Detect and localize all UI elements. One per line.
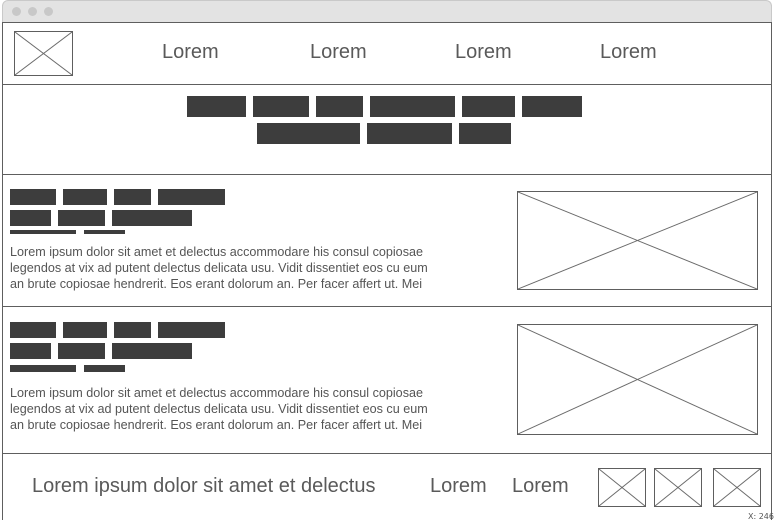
article-divider [2,306,772,307]
article-text-line: an brute copiosae hendrerit. Eos erant d… [10,277,423,291]
redacted-word [522,96,582,117]
footer-link-1[interactable]: Lorem [430,475,487,497]
redacted-word [10,322,56,338]
redacted-word [187,96,246,117]
cursor-coordinates-readout: X: 246 [748,512,774,521]
redacted-word [84,230,125,234]
article-text-line: legendos at vix ad putent delectus delic… [10,402,428,416]
redacted-word [459,123,511,144]
redacted-word [370,96,455,117]
redacted-word [112,343,192,359]
article-text-line: Lorem ipsum dolor sit amet et delectus a… [10,245,423,259]
redacted-word [10,365,76,372]
redacted-word [257,123,360,144]
footer-link-2[interactable]: Lorem [512,475,569,497]
window-close-dot[interactable] [12,7,21,16]
redacted-word [158,189,225,205]
footer-text: Lorem ipsum dolor sit amet et delectus [32,475,376,497]
redacted-word [367,123,452,144]
article-text-line: an brute copiosae hendrerit. Eos erant d… [10,418,423,432]
article-body-text: Lorem ipsum dolor sit amet et delectus a… [10,385,480,433]
redacted-word [63,322,107,338]
redacted-word [158,322,225,338]
redacted-word [58,343,105,359]
nav-link-1[interactable]: Lorem [162,41,219,63]
social-icon-placeholder[interactable] [713,468,761,507]
redacted-word [58,210,105,226]
article-text-line: Lorem ipsum dolor sit amet et delectus a… [10,386,423,400]
redacted-word [112,210,192,226]
footer-divider [2,453,772,454]
redacted-word [114,322,151,338]
redacted-word [10,210,51,226]
redacted-word [10,230,76,234]
article-text-line: legendos at vix ad putent delectus delic… [10,261,428,275]
redacted-word [84,365,125,372]
article-image-placeholder[interactable] [517,191,758,290]
nav-link-3[interactable]: Lorem [455,41,512,63]
redacted-word [63,189,107,205]
nav-link-2[interactable]: Lorem [310,41,367,63]
nav-link-4[interactable]: Lorem [600,41,657,63]
redacted-word [253,96,309,117]
window-minimize-dot[interactable] [28,7,37,16]
redacted-word [316,96,363,117]
header-divider [2,84,772,85]
hero-divider [2,174,772,175]
article-image-placeholder[interactable] [517,324,758,435]
window-maximize-dot[interactable] [44,7,53,16]
social-icon-placeholder[interactable] [598,468,646,507]
redacted-word [114,189,151,205]
social-icon-placeholder[interactable] [654,468,702,507]
article-body-text: Lorem ipsum dolor sit amet et delectus a… [10,244,480,292]
logo-placeholder-image[interactable] [14,31,73,76]
redacted-word [462,96,515,117]
redacted-word [10,189,56,205]
redacted-word [10,343,51,359]
window-title-bar [2,0,772,22]
